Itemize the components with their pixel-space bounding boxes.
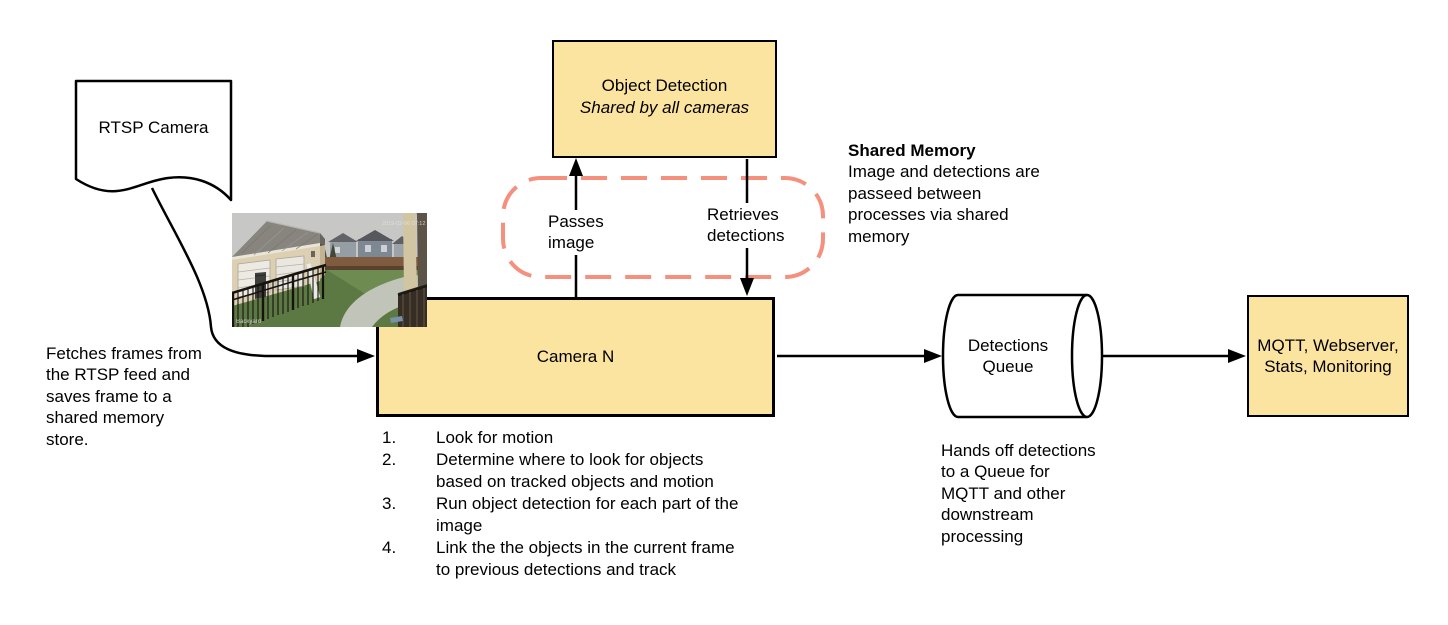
photo-back-fence <box>320 266 427 270</box>
photo-porch-railing <box>397 284 427 327</box>
rtsp-to-camera-arrowhead <box>357 349 375 363</box>
rtsp-to-camera-connector <box>150 187 358 358</box>
consumers-node: MQTT, Webserver, Stats, Monitoring <box>1247 295 1409 417</box>
step-text: Look for motion <box>436 428 554 447</box>
retrieves-detections-label: Retrieves detections <box>704 203 788 248</box>
photo-fence <box>232 263 327 327</box>
step-number: 4. <box>382 538 397 557</box>
detections-queue-label: Detections Queue <box>967 335 1049 377</box>
retrieves-detections-arrowhead <box>740 278 754 296</box>
step-number: 2. <box>382 450 397 469</box>
photo-blue-object <box>390 316 403 323</box>
camera-n-node: Camera N <box>376 297 775 417</box>
photo-lawn-light <box>327 270 427 295</box>
queue-note: Hands off detections to a Queue for MQTT… <box>941 441 1096 546</box>
shared-memory-note: Shared Memory Image and detections are p… <box>848 140 1068 247</box>
camera-step: 4. Link the the objects in the current f… <box>382 537 738 581</box>
queue-to-consumers-arrowhead <box>1228 349 1246 363</box>
step-number: 1. <box>382 428 397 447</box>
consumers-label: MQTT, Webserver, Stats, Monitoring <box>1257 335 1399 377</box>
rtsp-camera-document-shape <box>74 79 233 202</box>
camera-step: 1. Look for motion <box>382 427 738 449</box>
detections-queue-cylinder-body <box>941 293 1087 419</box>
photo-porch-post <box>417 213 427 287</box>
step-number: 3. <box>382 494 397 513</box>
camera-snapshot-photo: 2019-02-06 07:12 Backyard <box>232 213 427 327</box>
step-text: Link the the objects in the current fram… <box>436 538 735 579</box>
camera-step: 3. Run object detection for each part of… <box>382 493 738 537</box>
object-detection-node: Object Detection Shared by all cameras <box>552 40 777 158</box>
rtsp-camera-label: RTSP Camera <box>98 118 209 137</box>
photo-porch-column <box>403 213 417 291</box>
camera-steps-list: 1. Look for motion 2. Determine where to… <box>382 427 738 581</box>
passes-image-label: Passes image <box>545 210 607 255</box>
object-detection-subtitle: Shared by all cameras <box>579 97 750 117</box>
camera-step: 2. Determine where to look for objects b… <box>382 449 738 493</box>
photo-garage <box>232 220 325 306</box>
camera-n-label: Camera N <box>536 347 615 367</box>
shared-memory-title: Shared Memory <box>848 141 976 160</box>
photo-timestamp: 2019-02-06 07:12 <box>382 221 425 227</box>
passes-image-arrowhead <box>569 158 583 176</box>
step-text: Determine where to look for objects base… <box>436 450 714 491</box>
shared-memory-body: Image and detections are passeed between… <box>848 162 1040 246</box>
photo-camera-name: Backyard <box>236 319 261 325</box>
step-text: Run object detection for each part of th… <box>436 494 739 535</box>
shared-memory-dashed-region <box>501 176 825 279</box>
object-detection-title: Object Detection <box>601 76 728 95</box>
rtsp-note: Fetches frames from the RTSP feed and sa… <box>46 344 202 449</box>
camera-to-queue-arrowhead <box>924 349 942 363</box>
